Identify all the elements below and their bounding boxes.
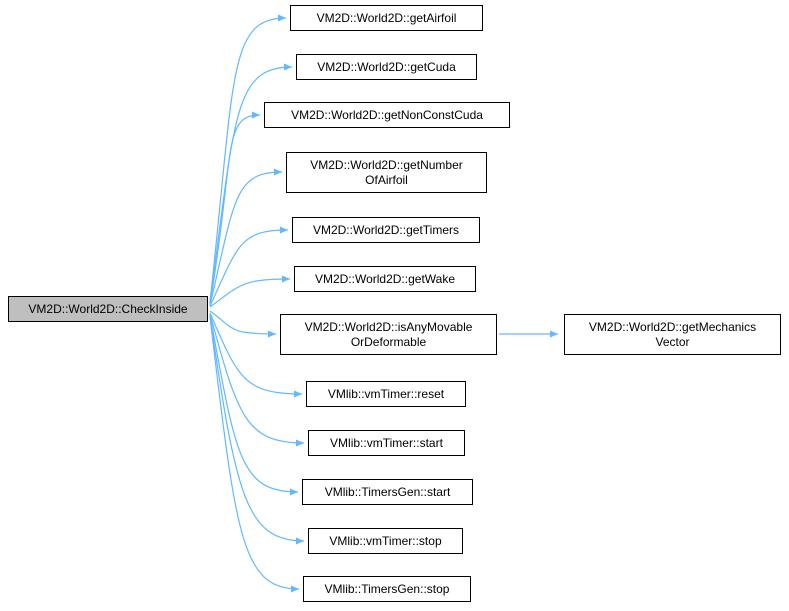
node-gettimers[interactable]: VM2D::World2D::getTimers (292, 217, 480, 243)
node-isanymovableordeformable[interactable]: VM2D::World2D::isAnyMovable OrDeformable (280, 314, 497, 355)
edge-checkinside-getwake (209, 275, 291, 308)
node-getnumberofairfoil[interactable]: VM2D::World2D::getNumber OfAirfoil (286, 152, 487, 193)
edge-checkinside-getnumberofairfoil (209, 168, 283, 306)
edge-checkinside-gettimers (209, 226, 289, 307)
edge-checkinside-getairfoil (209, 14, 287, 303)
node-getmechanicsvector[interactable]: VM2D::World2D::getMechanics Vector (564, 314, 781, 355)
edge-checkinside-timersgenstop (209, 316, 300, 593)
node-getcuda[interactable]: VM2D::World2D::getCuda (296, 54, 477, 80)
edge-checkinside-getnonconstcuda (209, 111, 261, 305)
node-vmtimer-start[interactable]: VMlib::vmTimer::start (308, 430, 465, 456)
edge-checkinside-isanymovable (209, 310, 277, 338)
node-vmtimer-reset[interactable]: VMlib::vmTimer::reset (306, 381, 466, 407)
node-getwake[interactable]: VM2D::World2D::getWake (294, 266, 476, 292)
node-getnonconstcuda[interactable]: VM2D::World2D::getNonConstCuda (264, 102, 510, 128)
node-timersgen-start[interactable]: VMlib::TimersGen::start (302, 479, 473, 505)
node-checkinside: VM2D::World2D::CheckInside (8, 296, 208, 322)
node-vmtimer-stop[interactable]: VMlib::vmTimer::stop (308, 528, 463, 554)
node-getairfoil[interactable]: VM2D::World2D::getAirfoil (290, 5, 483, 31)
node-timersgen-stop[interactable]: VMlib::TimersGen::stop (303, 576, 471, 602)
